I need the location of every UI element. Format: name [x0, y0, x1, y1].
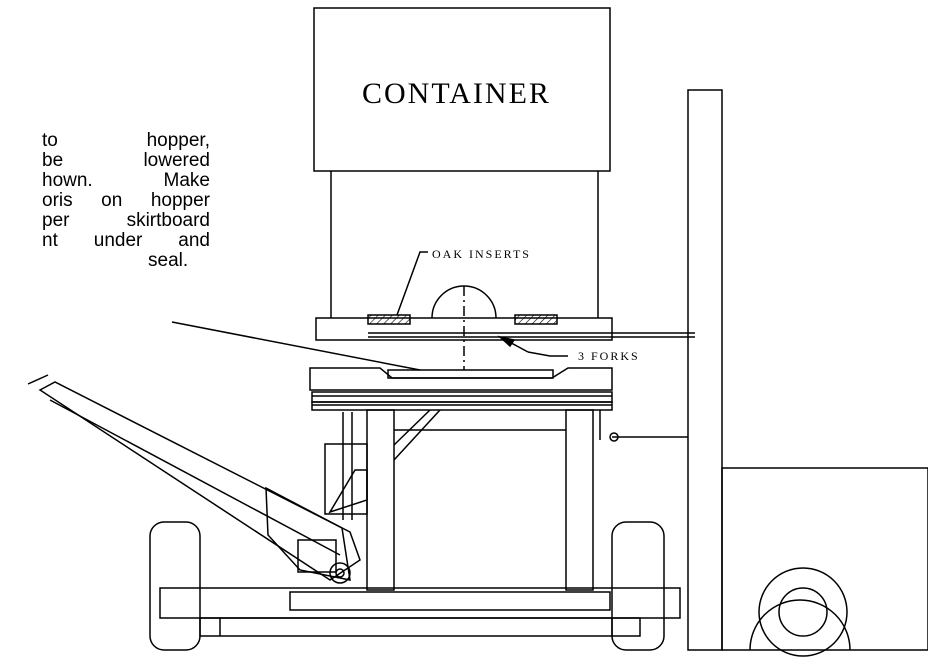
- note-line-4: oris on hopper: [42, 191, 210, 211]
- conveyor: [27, 374, 361, 584]
- hopper: [309, 367, 613, 591]
- oak-inserts-label: OAK INSERTS: [432, 247, 531, 261]
- trailer-base: [149, 521, 681, 651]
- container-pallet: OAK INSERTS: [315, 171, 695, 370]
- note-line-1: to hopper,: [42, 131, 210, 151]
- container-label: CONTAINER: [362, 77, 551, 110]
- forklift: [609, 89, 928, 657]
- note-line-7: seal.: [148, 251, 189, 271]
- note-line-3: hown. Make: [42, 171, 210, 191]
- container: CONTAINER: [313, 7, 611, 172]
- forks-label: 3 FORKS: [578, 349, 640, 363]
- note-line-2: be lowered: [42, 151, 210, 171]
- instruction-note: to hopper, be lowered hown. Make oris on…: [0, 131, 210, 271]
- note-line-6: nt under and: [42, 231, 210, 251]
- note-leader: [171, 321, 421, 371]
- note-line-5: per skirtboard: [42, 211, 210, 231]
- forks-callout: 3 FORKS: [497, 335, 640, 363]
